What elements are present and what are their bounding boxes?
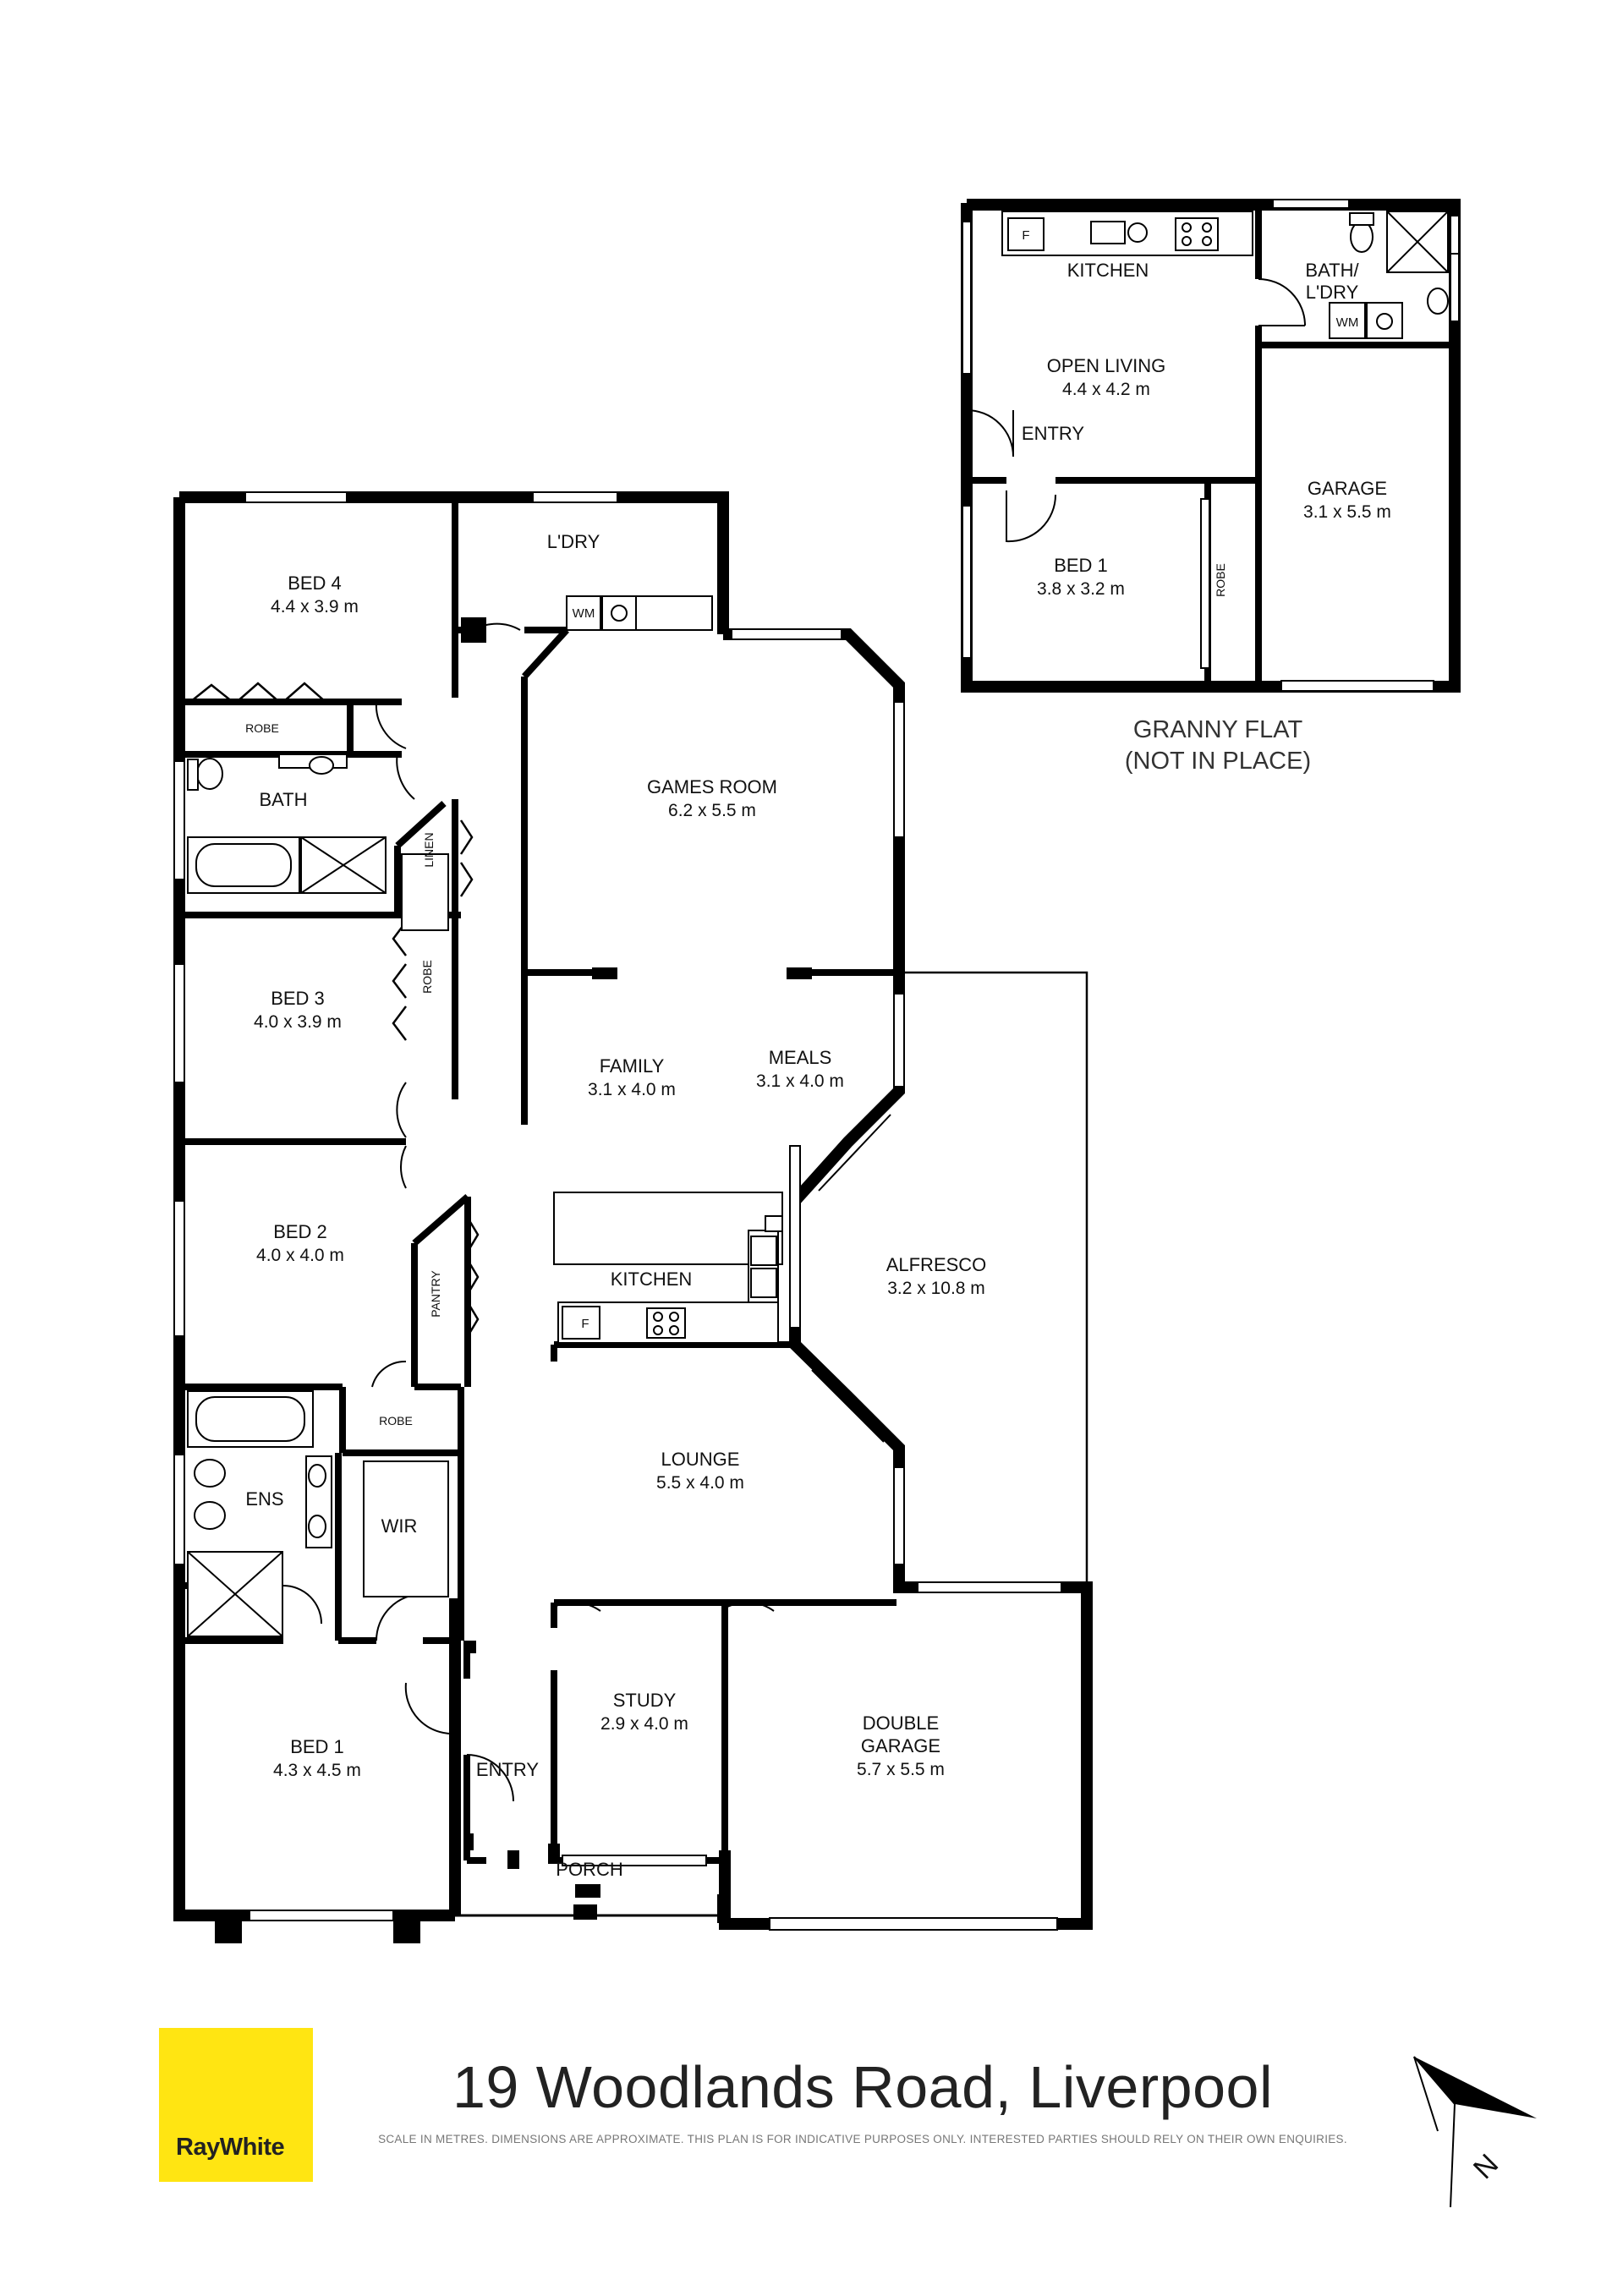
granny-bed1-dims: 3.8 x 3.2 m (1037, 579, 1125, 599)
granny-flat-bath-fixtures (1329, 211, 1449, 339)
disclaimer-text: SCALE IN METRES. DIMENSIONS ARE APPROXIM… (378, 2133, 1347, 2145)
granny-bath-label-2: L'DRY (1306, 282, 1359, 303)
porch-label: PORCH (556, 1859, 622, 1880)
kitchen-label: KITCHEN (611, 1269, 693, 1290)
entry-label: ENTRY (476, 1759, 539, 1780)
house-fixtures (187, 595, 783, 1637)
granny-flat-caption-line2: (NOT IN PLACE) (1124, 748, 1312, 775)
games-room-dims: 6.2 x 5.5 m (668, 801, 756, 820)
garage-label-1: DOUBLE (863, 1712, 939, 1734)
bath-label: BATH (259, 789, 307, 810)
garage-label-2: GARAGE (861, 1735, 940, 1756)
granny-flat-windows (962, 199, 1460, 692)
bed4-robe-label: ROBE (245, 721, 279, 735)
study-label: STUDY (613, 1690, 677, 1711)
family-label: FAMILY (600, 1055, 665, 1077)
granny-bath-label-1: BATH/ (1305, 260, 1359, 281)
alfresco-dims: 3.2 x 10.8 m (887, 1279, 985, 1298)
granny-kitchen-label: KITCHEN (1067, 260, 1149, 281)
north-arrow-icon: N (1413, 2056, 1537, 2208)
bed2-label: BED 2 (273, 1221, 327, 1242)
house-labels: BED 4 4.4 x 3.9 m ROBE L'DRY WM BATH LIN… (245, 531, 986, 1880)
alfresco-label: ALFRESCO (886, 1254, 987, 1275)
bed3-robe-label: ROBE (420, 960, 434, 994)
bed2-dims: 4.0 x 4.0 m (256, 1246, 344, 1265)
lounge-dims: 5.5 x 4.0 m (656, 1473, 744, 1493)
granny-fridge-label: F (1022, 228, 1029, 243)
granny-flat-labels: KITCHEN BATH/ L'DRY WM F OPEN LIVING 4.4… (1022, 228, 1391, 599)
study-dims: 2.9 x 4.0 m (600, 1714, 688, 1734)
meals-label: MEALS (769, 1047, 832, 1068)
north-label: N (1467, 2148, 1505, 2185)
granny-flat-kitchen-bench (1001, 211, 1253, 256)
granny-garage-dims: 3.1 x 5.5 m (1303, 502, 1391, 522)
lounge-label: LOUNGE (661, 1449, 740, 1470)
granny-bed1-label: BED 1 (1054, 555, 1108, 576)
family-dims: 3.1 x 4.0 m (588, 1080, 676, 1099)
bed4-dims: 4.4 x 3.9 m (271, 597, 359, 616)
linen-label: LINEN (422, 832, 436, 867)
ldry-wm-label: WM (573, 606, 595, 621)
granny-robe-label: ROBE (1214, 563, 1227, 597)
bed4-label: BED 4 (288, 573, 342, 594)
robe-folding-doors (189, 682, 480, 1337)
granny-entry-label: ENTRY (1022, 423, 1084, 444)
house-windows (173, 491, 1062, 1931)
sliding-doors (811, 1107, 891, 1443)
granny-garage-label: GARAGE (1308, 478, 1387, 499)
bed2-robe-label: ROBE (379, 1414, 413, 1427)
raywhite-logo-text: RayWhite (176, 2134, 285, 2161)
raywhite-logo: RayWhite (159, 2028, 313, 2182)
alfresco-outline (899, 971, 1088, 1587)
porch-post (573, 1904, 597, 1920)
granny-flat-caption: GRANNY FLAT (NOT IN PLACE) (1066, 715, 1370, 777)
bed3-dims: 4.0 x 3.9 m (254, 1012, 342, 1032)
granny-flat-caption-line1: GRANNY FLAT (1132, 716, 1303, 743)
granny-living-dims: 4.4 x 4.2 m (1062, 380, 1150, 399)
granny-living-label: OPEN LIVING (1047, 355, 1166, 376)
ens-label: ENS (245, 1488, 283, 1510)
bed3-label: BED 3 (271, 988, 325, 1009)
garage-dims: 5.7 x 5.5 m (857, 1760, 945, 1779)
bed1-dims: 4.3 x 4.5 m (273, 1761, 361, 1780)
pantry-label: PANTRY (429, 1270, 442, 1318)
games-room-label: GAMES ROOM (647, 776, 777, 797)
property-address: 19 Woodlands Road, Liverpool (452, 2054, 1273, 2120)
bed1-label: BED 1 (290, 1736, 344, 1757)
meals-dims: 3.1 x 4.0 m (756, 1071, 844, 1091)
granny-flat-inner-walls (967, 205, 1455, 687)
granny-flat-doors (966, 278, 1306, 543)
kitchen-fridge-label: F (581, 1317, 589, 1331)
granny-wm-label: WM (1336, 315, 1359, 330)
ldry-label: L'DRY (547, 531, 600, 552)
wir-label: WIR (381, 1515, 418, 1537)
